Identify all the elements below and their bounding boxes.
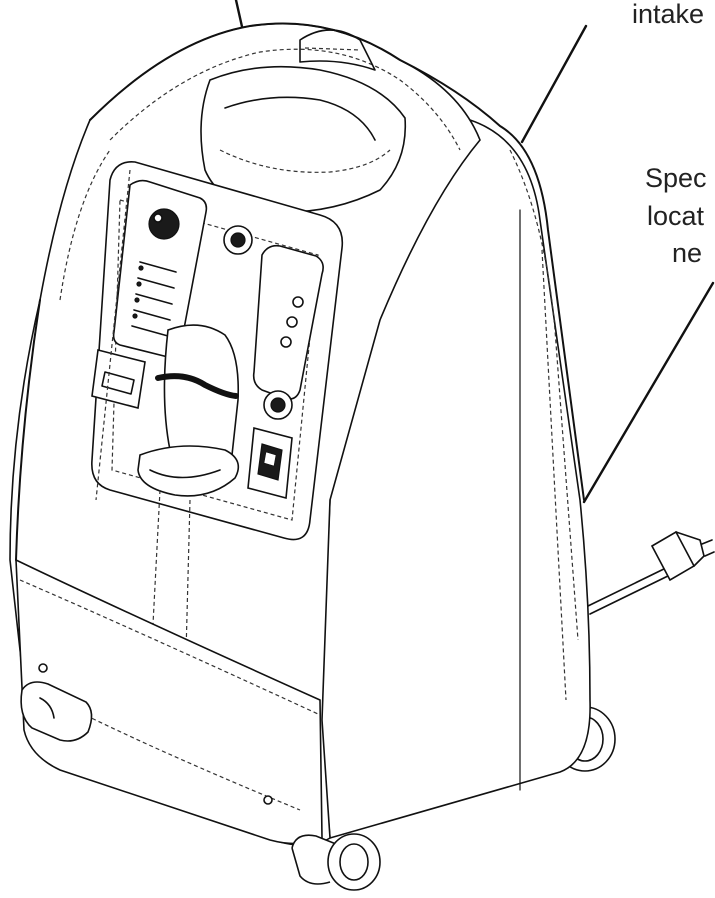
humidifier-recess xyxy=(155,324,240,463)
label-spec-line-2: locat xyxy=(647,201,705,231)
plug-prong-top xyxy=(701,539,713,545)
indicator-light-3 xyxy=(280,336,292,348)
power-cord xyxy=(587,530,715,615)
flow-knob-icon xyxy=(148,208,180,240)
label-intake: intake xyxy=(632,0,705,29)
indicator-panel xyxy=(252,244,324,400)
wheel-front-left xyxy=(20,681,93,742)
label-spec-line-3: ne xyxy=(672,238,703,268)
label-spec-line-1: Spec xyxy=(645,163,707,193)
plug-prong-bottom xyxy=(704,551,715,557)
screw-bottom xyxy=(263,795,273,805)
top-handle xyxy=(200,29,407,214)
reset-knob-icon xyxy=(223,225,253,255)
power-switch[interactable] xyxy=(247,426,293,500)
indicator-light-2 xyxy=(286,316,298,328)
screw-left xyxy=(38,663,48,673)
leader-line-intake xyxy=(520,24,588,144)
oxygen-outlet xyxy=(137,445,240,497)
indicator-light-1 xyxy=(292,296,304,308)
circuit-breaker-icon xyxy=(263,390,293,420)
hour-meter xyxy=(91,349,146,409)
leader-line-label xyxy=(582,281,715,504)
wheel-front-right xyxy=(291,833,381,891)
